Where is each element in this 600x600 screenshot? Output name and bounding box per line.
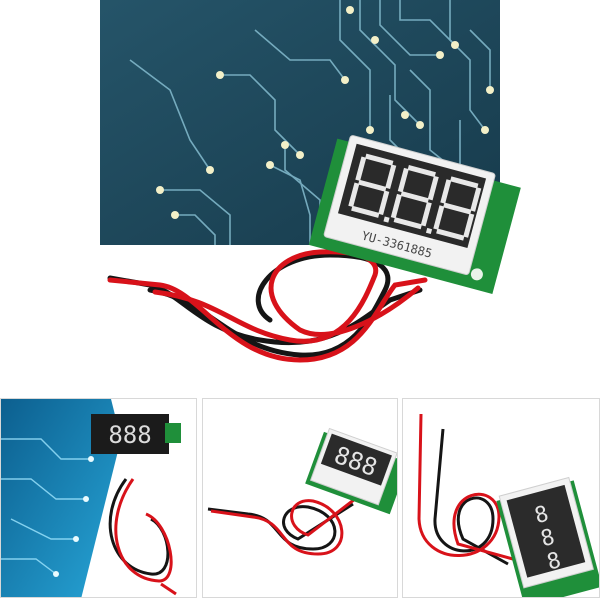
thumb-3-digits-bottom: 8 bbox=[544, 548, 563, 576]
thumb-3-digits-mid: 8 bbox=[538, 525, 557, 553]
voltmeter-module: YU-3361885 bbox=[308, 135, 521, 295]
main-product-photo: YU-3361885 bbox=[100, 0, 521, 363]
thumb-3-digits-top: 8 bbox=[532, 502, 551, 530]
thumb-1-digits: 888 bbox=[108, 421, 151, 449]
thumbnail-side-view[interactable]: 8 8 8 bbox=[402, 398, 600, 598]
thumbnail-circuit-background-view[interactable]: 888 bbox=[0, 398, 197, 598]
thumbnail-angled-view[interactable]: 888 bbox=[202, 398, 398, 598]
seven-segment-digits bbox=[348, 153, 482, 241]
wire-bundle bbox=[107, 249, 428, 363]
